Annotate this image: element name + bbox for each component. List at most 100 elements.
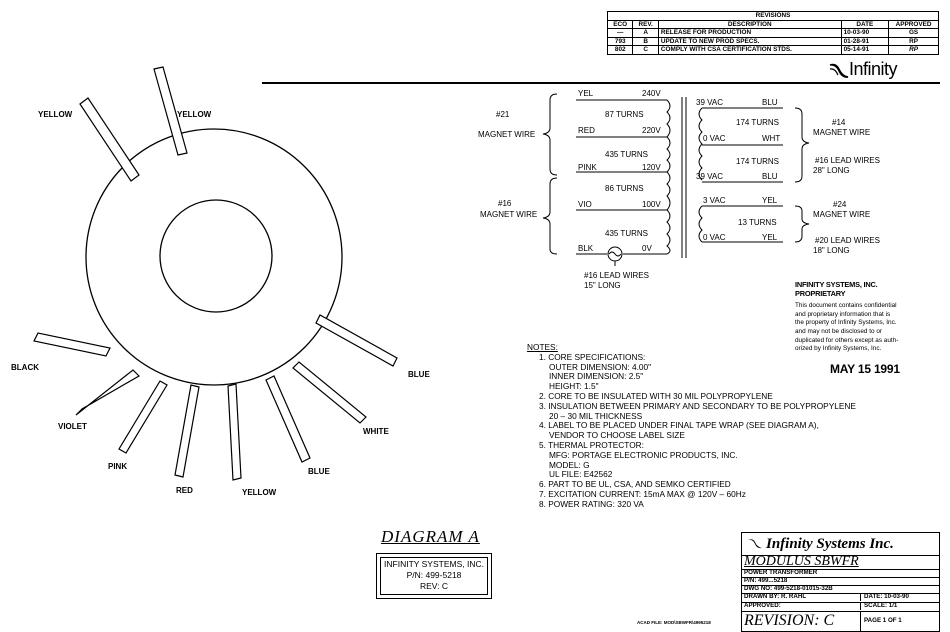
revision-row: 802 C COMPLY WITH CSA CERTIFICATION STDS… [606, 45, 939, 55]
primary-lead-note-1: #16 LEAD WIRES [584, 271, 649, 280]
lead-wire-pink [118, 380, 168, 454]
primary-tap-yel-volt: 240V [642, 89, 661, 98]
secondary-b-turns: 13 TURNS [738, 218, 777, 227]
secondary-b-wire: MAGNET WIRE [813, 210, 871, 219]
page-number: PAGE 1 OF 1 [860, 611, 902, 631]
note-item: 6. PART TO BE UL, CSA, AND SEMKO CERTIFI… [539, 479, 731, 490]
lead-wire-yellow-1 [79, 97, 140, 182]
title-block-model: MODULUS SBWFR [742, 555, 939, 570]
primary-turns-3: 86 TURNS [605, 184, 644, 193]
primary-turns-1: 87 TURNS [605, 110, 644, 119]
drawing-revision: REVISION: C [744, 612, 835, 629]
lead-wire-blue-2 [315, 314, 398, 367]
diagram-a-title: DIAGRAM A [381, 527, 480, 546]
title-block-revision-row: REVISION: C PAGE 1 OF 1 [742, 611, 939, 631]
primary-tap-red-color: RED [578, 126, 595, 135]
secondary-b-tap1-color: YEL [762, 196, 778, 205]
lead-wire-white [292, 361, 367, 424]
note-item: 7. EXCITATION CURRENT: 15mA MAX @ 120V –… [539, 488, 746, 499]
drawn-by: DRAWN BY: R. RAHL [744, 593, 807, 600]
secondary-a-turns-1: 174 TURNS [736, 118, 779, 127]
diagram-a-line: P/N: 499-5218 [406, 570, 462, 580]
diagram-a-line: INFINITY SYSTEMS, INC. [384, 559, 484, 569]
note-item: 4. LABEL TO BE PLACED UNDER FINAL TAPE W… [539, 420, 819, 431]
primary-tap-pink-color: PINK [578, 163, 597, 172]
primary-group1-gauge: #21 [496, 110, 510, 119]
secondary-a-tap3-volt: 39 VAC [696, 172, 723, 181]
infinity-logo-icon [829, 63, 849, 78]
lead-label-violet: VIOLET [58, 422, 87, 431]
diagram-a-label: INFINITY SYSTEMS, INC. P/N: 499-5218 REV… [376, 553, 492, 599]
company-name: Infinity Systems Inc. [766, 536, 894, 552]
secondary-a-tap1-volt: 39 VAC [696, 98, 723, 107]
primary-tap-vio-volt: 100V [642, 200, 661, 209]
note-item: MODEL: G [549, 459, 590, 470]
rev-header-rev: REV. [632, 19, 659, 29]
primary-lead-note-2: 15" LONG [584, 281, 621, 290]
proprietary-line: and may not be disclosed to or [795, 327, 883, 335]
revision-row: 793 B UPDATE TO NEW PROD SPECS. 01-28-91… [606, 36, 939, 46]
proprietary-line: and proprietary information that is [795, 310, 891, 318]
rev-header-description: DESCRIPTION [657, 19, 842, 29]
note-item: 20 – 30 MIL THICKNESS [549, 410, 643, 421]
revisions-table: REVISIONS ECO REV. DESCRIPTION DATE APPR… [606, 11, 939, 55]
secondary-a-tap1-color: BLU [762, 98, 778, 107]
secondary-b-tap1-volt: 3 VAC [703, 196, 726, 205]
model-name: MODULUS SBWFR [744, 554, 859, 569]
primary-turns-4: 435 TURNS [605, 229, 648, 238]
secondary-a-lead-note-2: 28" LONG [813, 166, 850, 175]
lead-label-yellow-1: YELLOW [38, 110, 73, 119]
primary-tap-red-volt: 220V [642, 126, 661, 135]
infinity-mark-icon [748, 539, 762, 549]
secondary-a-tap3-color: BLU [762, 172, 778, 181]
lead-label-yellow-3: YELLOW [242, 488, 277, 497]
lead-wire-violet [75, 369, 140, 416]
lead-label-red: RED [176, 486, 193, 495]
proprietary-line: the property of Infinity Systems, Inc. [795, 319, 897, 327]
notes-section: NOTES: 1. CORE SPECIFICATIONS: OUTER DIM… [527, 342, 856, 510]
proprietary-line: duplicated for others except as auth- [795, 336, 899, 344]
title-block-company: Infinity Systems Inc. [742, 533, 939, 556]
infinity-logo-text: Infinity [849, 59, 898, 79]
secondary-b-tap2-volt: 0 VAC [703, 233, 726, 242]
toroid-core-drawing [33, 66, 398, 481]
secondary-b-gauge: #24 [833, 200, 847, 209]
lead-label-blue-2: BLUE [408, 370, 430, 379]
lead-wire-red [174, 384, 200, 478]
title-block-approved-row: APPROVED: SCALE: 1/1 [742, 602, 939, 612]
note-item: 1. CORE SPECIFICATIONS: [539, 351, 646, 362]
revision-row: — A RELEASE FOR PRODUCTION 10-03-90 GS [606, 28, 939, 38]
secondary-b-tap2-color: YEL [762, 233, 778, 242]
title-block: Infinity Systems Inc. MODULUS SBWFR POWE… [741, 532, 940, 632]
note-item: HEIGHT: 1.5" [549, 381, 599, 392]
primary-tap-vio-color: VIO [578, 200, 592, 209]
secondary-a-gauge: #14 [832, 118, 846, 127]
lead-label-blue-1: BLUE [308, 467, 330, 476]
note-item: UL FILE: E42562 [549, 469, 613, 480]
note-item: 3. INSULATION BETWEEN PRIMARY AND SECOND… [539, 400, 856, 411]
rev-header-eco: ECO [606, 19, 634, 29]
diagram-a-line: REV: C [419, 581, 449, 591]
secondary-a-turns-2: 174 TURNS [736, 157, 779, 166]
rev-header-approved: APPROVED [888, 19, 939, 29]
proprietary-line: This document contains confidential [795, 302, 897, 310]
proprietary-line: orized by Infinity Systems, Inc. [795, 345, 882, 353]
note-item: 8. POWER RATING: 320 VA [539, 498, 644, 509]
secondary-a-lead-note-1: #16 LEAD WIRES [815, 156, 880, 165]
title-block-dwg: DWG NO: 499-5218-01015-32B [742, 585, 939, 594]
lead-wire-black [33, 332, 111, 357]
lead-label-white: WHITE [363, 427, 389, 436]
acad-file-note: ACAD FILE: MOD\SBWFR\4995218 [637, 620, 711, 625]
approved-by: APPROVED: [744, 602, 781, 609]
note-item: MFG: PORTAGE ELECTRONIC PRODUCTS, INC. [549, 449, 738, 460]
primary-group1-wire: MAGNET WIRE [478, 130, 536, 139]
toroid-inner-circle [159, 199, 273, 313]
primary-tap-blk-volt: 0V [642, 244, 652, 253]
proprietary-title: INFINITY SYSTEMS, INC. PROPRIETARY [795, 280, 878, 298]
primary-tap-yel-color: YEL [578, 89, 594, 98]
note-item: 5. THERMAL PROTECTOR: [539, 439, 644, 450]
proprietary-notice: INFINITY SYSTEMS, INC. PROPRIETARY This … [795, 280, 919, 354]
drawing-date: DATE: 10-03-90 [860, 593, 909, 601]
header-rule [262, 82, 940, 84]
lead-wire-blue-1 [265, 375, 311, 463]
